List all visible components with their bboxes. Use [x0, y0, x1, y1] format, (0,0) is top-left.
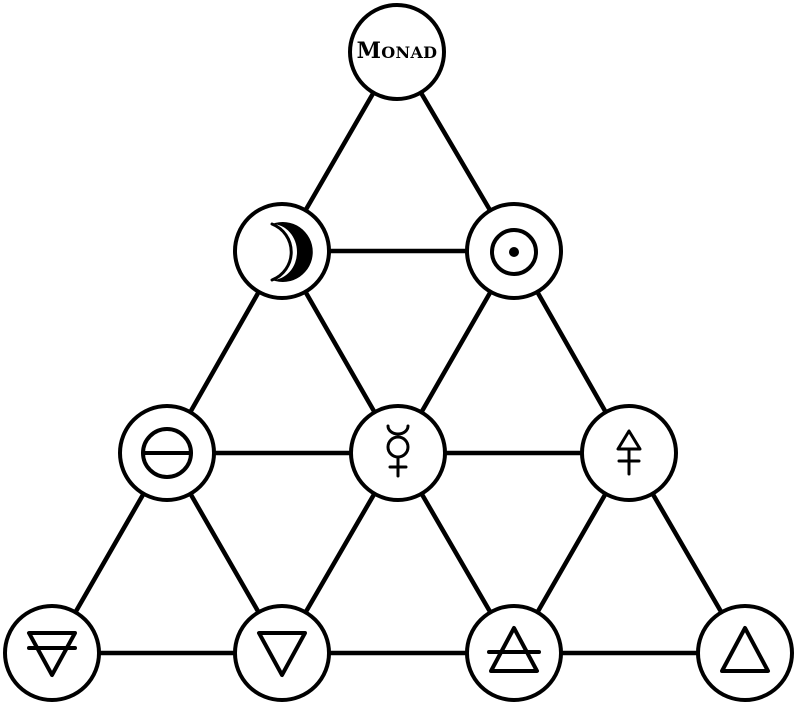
node-circle	[233, 202, 331, 300]
moon-icon	[272, 222, 313, 282]
moon-outline	[270, 222, 293, 282]
node-air	[465, 604, 563, 702]
edges-group	[49, 49, 748, 656]
node-sulfur	[580, 404, 678, 502]
node-circle	[696, 604, 794, 702]
node-moon	[233, 202, 331, 300]
node-circle	[349, 404, 447, 502]
sun-icon	[490, 228, 538, 276]
node-monad: MONAD	[348, 3, 446, 101]
mercury-icon	[386, 424, 410, 478]
node-circle	[348, 3, 446, 101]
node-circle	[3, 604, 101, 702]
air-element-icon	[487, 626, 541, 673]
node-mercury	[349, 404, 447, 502]
monad-label: MONAD	[357, 38, 438, 64]
node-water	[233, 604, 331, 702]
node-sun	[465, 202, 563, 300]
node-salt	[118, 404, 216, 502]
fire-element-icon	[720, 626, 770, 673]
sulfur-icon	[616, 429, 642, 476]
earth-element-icon	[27, 631, 77, 677]
node-earth	[3, 604, 101, 702]
node-circle	[233, 604, 331, 702]
salt-icon	[141, 427, 193, 479]
node-fire	[696, 604, 794, 702]
water-element-icon	[257, 631, 307, 677]
